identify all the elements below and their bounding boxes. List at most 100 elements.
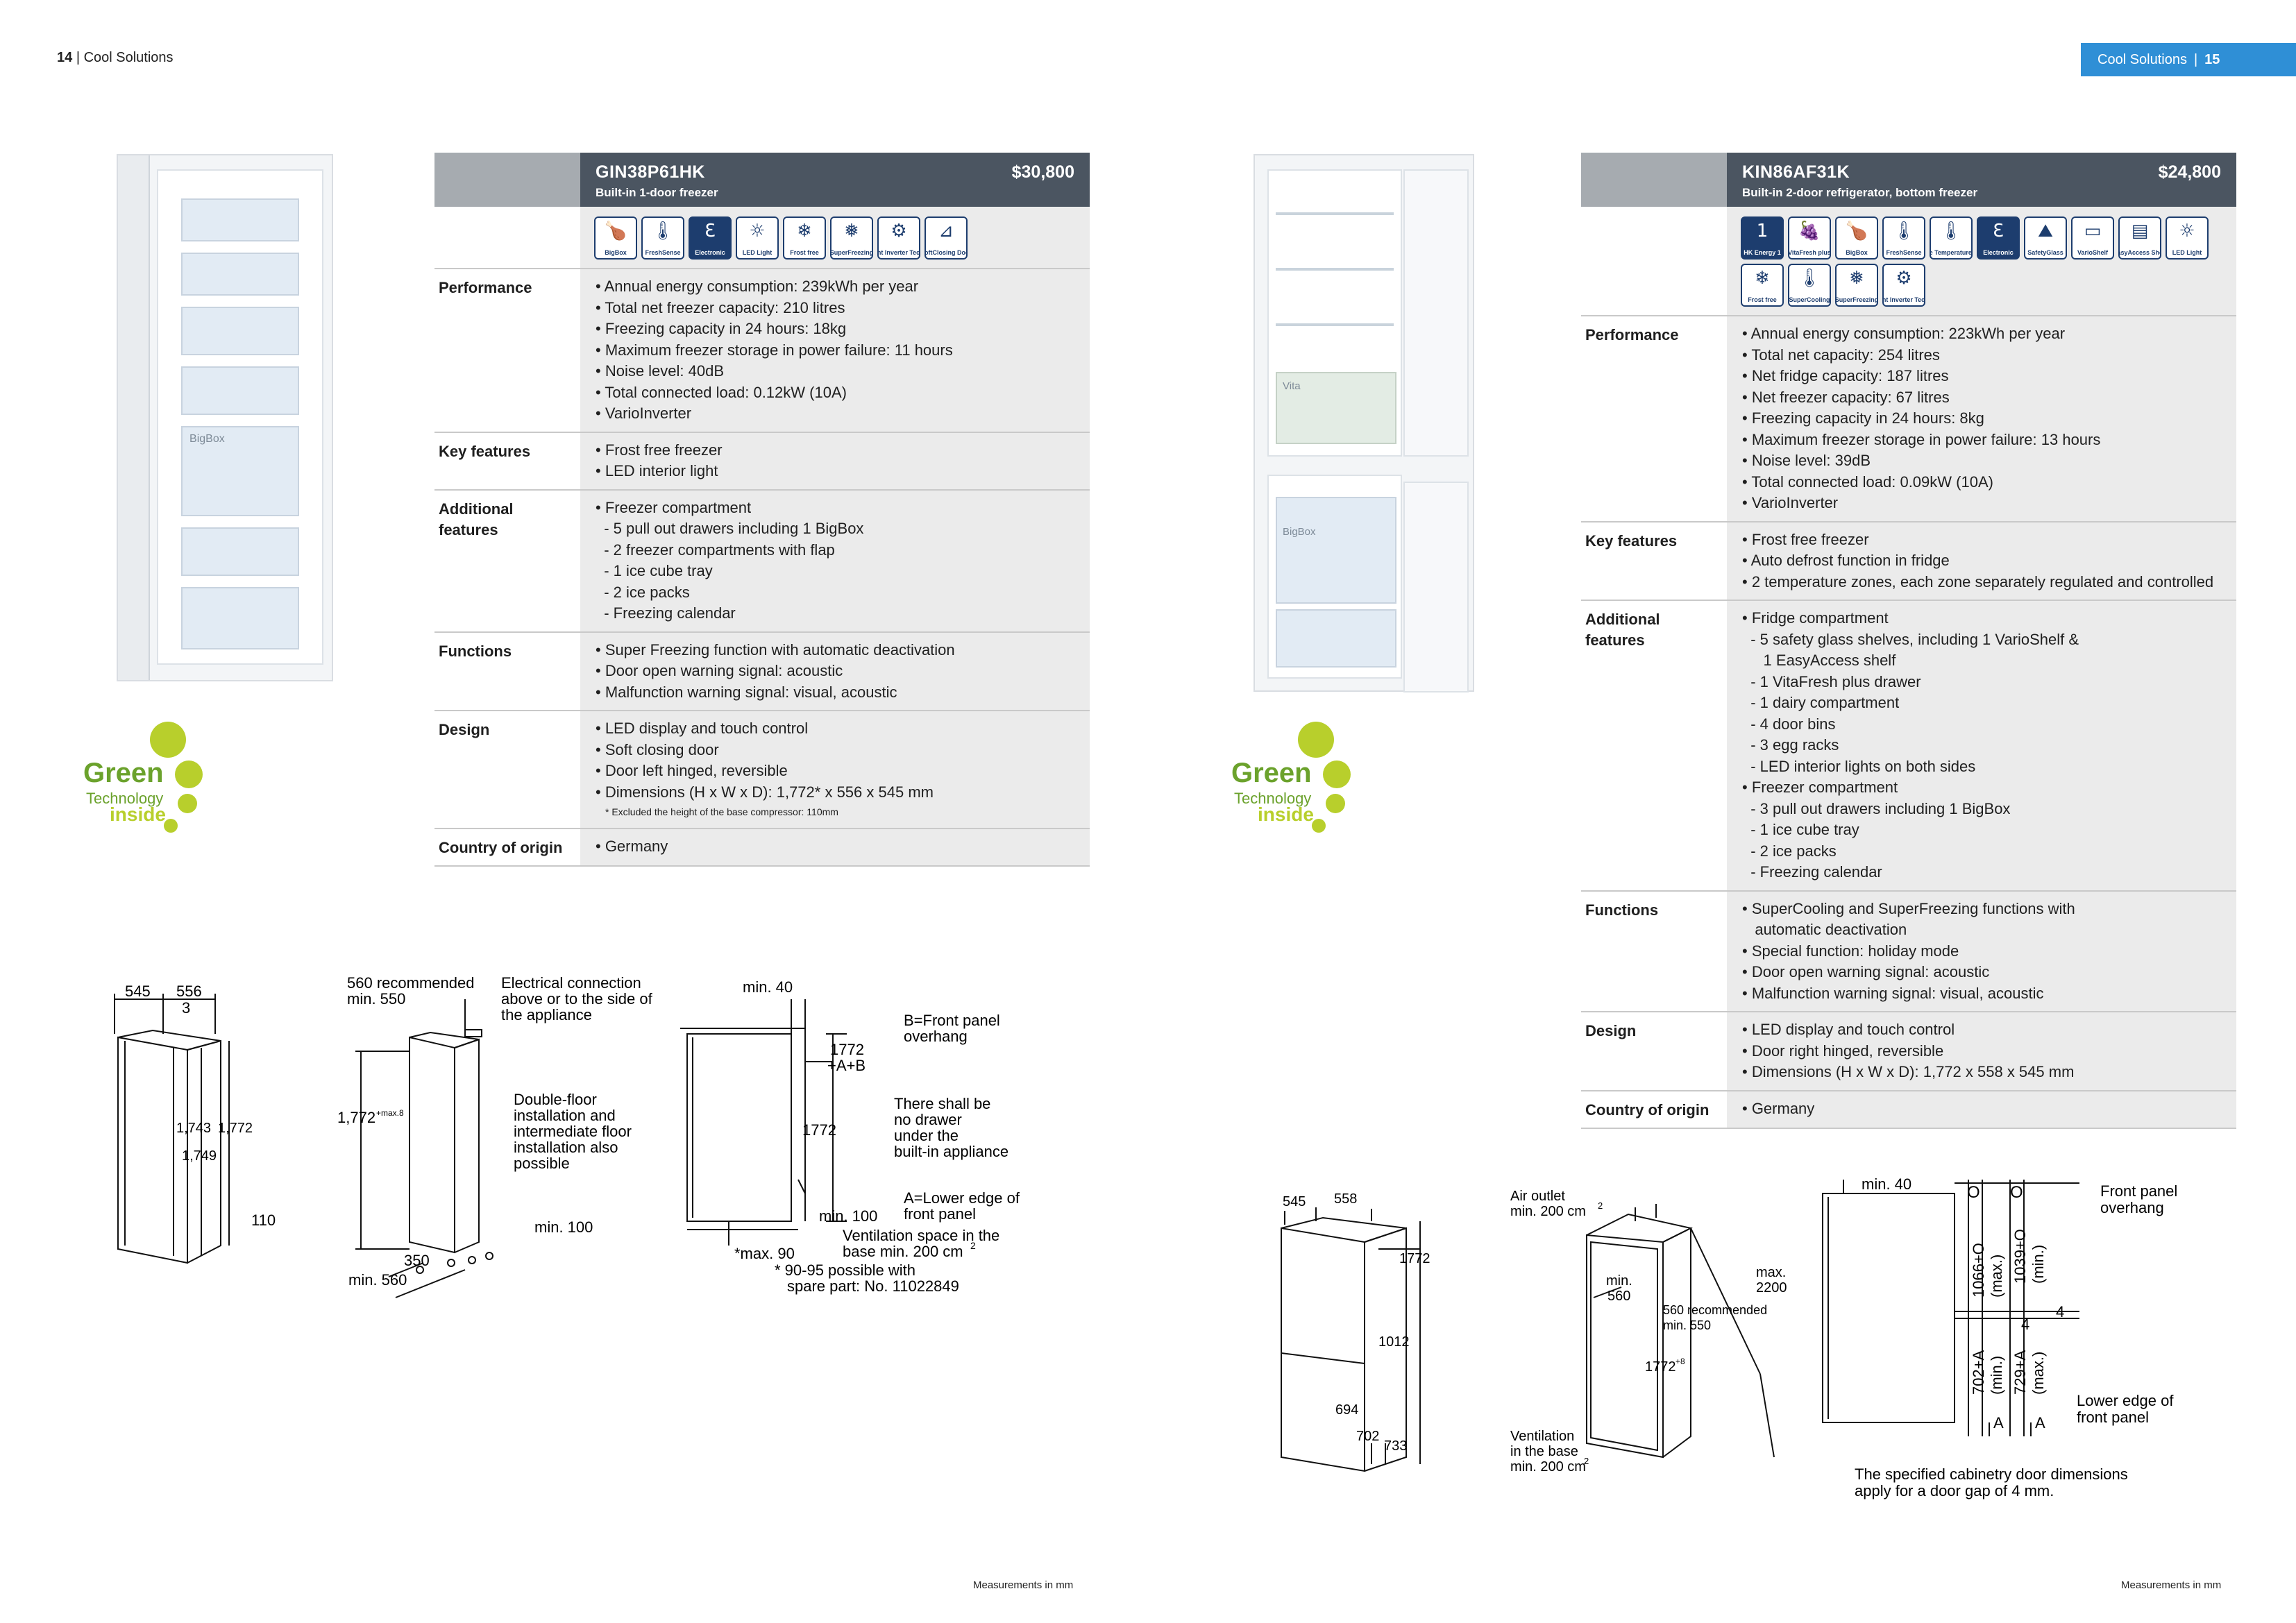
page-number-right: 15 — [2204, 51, 2220, 67]
freezer-drawer — [181, 253, 299, 296]
label-lower-edge-2: front panel — [2077, 1409, 2149, 1426]
label-min-560: 560 — [1607, 1289, 1630, 1304]
icon-glyph: 🌡 — [651, 221, 675, 241]
spec-values: • LED display and touch control• Soft cl… — [580, 711, 1090, 828]
spec-row: Functions• Super Freezing function with … — [434, 631, 1090, 710]
icon-glyph: 🌡 — [1798, 268, 1821, 289]
led-light-icon: ☼LED Light — [2166, 216, 2209, 260]
spec-item: • Dimensions (H x W x D): 1,772 x 558 x … — [1742, 1063, 2075, 1080]
spec-item: • Freezer compartment — [1742, 779, 1898, 796]
dim-1772-sup: +8 — [1675, 1357, 1685, 1366]
technology-word: Technology — [86, 790, 164, 807]
freezer-drawer — [1276, 609, 1396, 668]
icon-caption: SuperFreezing — [1835, 296, 1878, 303]
green-word: Green — [1231, 758, 1312, 788]
spec-item: • Special function: holiday mode — [1742, 942, 1959, 960]
spec-item: • VarioInverter — [1742, 494, 1839, 511]
spec-label: Additional features — [1585, 611, 1660, 649]
spec-item: - 5 pull out drawers including 1 BigBox — [596, 520, 864, 537]
spec-item: • Noise level: 39dB — [1742, 452, 1871, 469]
icon-caption: Frost free — [1748, 296, 1777, 303]
icon-caption: SafetyGlass — [2027, 249, 2063, 256]
fridge-upper-interior: Vita — [1267, 169, 1402, 457]
page-number-left: 14 — [57, 50, 73, 65]
spec-values: • Super Freezing function with automatic… — [580, 632, 1090, 710]
product-header: KIN86AF31K Built-in 2-door refrigerator,… — [1581, 153, 2236, 207]
product-model: GIN38P61HK — [596, 162, 705, 182]
spec-item: • Frost free freezer — [1742, 530, 1869, 548]
dim-556: 556 — [176, 983, 202, 1000]
label-double-floor-3: intermediate floor — [514, 1123, 632, 1140]
frost-free-icon: ❄Frost free — [783, 216, 826, 260]
bigbox-icon: 🍗BigBox — [594, 216, 637, 260]
spec-item: - 1 ice cube tray — [1742, 821, 1859, 838]
easyaccess-shelf-icon: ▤EasyAccess Shelf — [2118, 216, 2161, 260]
spec-item: - Freezing calendar — [596, 604, 736, 622]
spec-item: automatic deactivation — [1742, 921, 1907, 938]
spec-item: • Total connected load: 0.09kW (10A) — [1742, 473, 1993, 491]
spec-item: • Germany — [1742, 1099, 1815, 1117]
footer-measurements-left: Measurements in mm — [973, 1579, 1074, 1591]
icon-caption: Electronic — [1983, 249, 2014, 256]
icon-glyph: ❅ — [844, 221, 859, 241]
spec-item: • Total net capacity: 254 litres — [1742, 346, 1940, 364]
label-double-floor-5: possible — [514, 1155, 570, 1172]
spec-item: • Auto defrost function in fridge — [1742, 552, 1950, 569]
bigbox-label: BigBox — [189, 433, 225, 445]
product-subtitle: Built-in 2-door refrigerator, bottom fre… — [1742, 186, 1978, 199]
icon-caption: SoftClosing Door — [925, 249, 966, 256]
freezer-drawer — [181, 527, 299, 576]
spec-row: Additional features• Fridge compartment … — [1581, 600, 2236, 890]
label-b-front-2: overhang — [904, 1028, 968, 1045]
dim-1743: 1,743 — [176, 1121, 211, 1136]
product-subtitle: Built-in 1-door freezer — [596, 186, 718, 199]
spec-item: - 3 egg racks — [1742, 736, 1839, 754]
dim-1772-sup: +max.8 — [376, 1108, 404, 1118]
bigbox-icon: 🍗BigBox — [1835, 216, 1878, 260]
dim-1772-height: 1,772 — [337, 1109, 375, 1126]
label-min-560: min. 560 — [348, 1271, 407, 1289]
freezer-dimension-drawings: 545 556 3 1,743 1,772 1,749 110 560 reco… — [114, 974, 1020, 1298]
product-spec-table-gin38p61hk: GIN38P61HK Built-in 1-door freezer $30,8… — [434, 153, 1090, 867]
spec-row: Functions• SuperCooling and SuperFreezin… — [1581, 890, 2236, 1011]
superfreezing-icon: ❅ SuperFreezing — [1835, 264, 1878, 307]
label-ventilation-sup: 2 — [970, 1240, 976, 1251]
label-double-floor-2: installation and — [514, 1107, 616, 1124]
spec-label: Key features — [439, 442, 531, 460]
note-door-dimensions-1: The specified cabinetry door dimensions — [1855, 1465, 2128, 1483]
label-front-panel-2: overhang — [2100, 1199, 2164, 1216]
dim-1772: 1,772 — [218, 1121, 253, 1136]
label-2200: 2200 — [1756, 1280, 1787, 1295]
spec-item: • Noise level: 40dB — [596, 362, 725, 380]
spec-item: - 5 safety glass shelves, including 1 Va… — [1742, 630, 2079, 648]
label-560-recommended: 560 recommended — [347, 974, 474, 992]
label-min: min. — [1606, 1273, 1632, 1289]
spec-row: Key features• Frost free freezer• Auto d… — [1581, 520, 2236, 600]
spec-row: Performance• Annual energy consumption: … — [1581, 315, 2236, 521]
spec-item: • Annual energy consumption: 223kWh per … — [1742, 325, 2066, 342]
label-a-1: A — [1993, 1414, 2004, 1431]
label-ventilation-1: Ventilation — [1510, 1429, 1574, 1444]
icon-glyph: ❄ — [797, 221, 812, 241]
spec-label: Design — [1585, 1022, 1637, 1039]
spec-item: • Annual energy consumption: 239kWh per … — [596, 278, 919, 295]
green-technology-logo-left: Green Technology inside — [83, 722, 208, 847]
fridge-upper-door — [1403, 169, 1469, 457]
product-model: KIN86AF31K — [1742, 162, 1850, 182]
icon-glyph: ❅ — [1849, 268, 1864, 289]
dim-3: 3 — [182, 999, 190, 1017]
green-technology-logo-right: Green Technology inside — [1231, 722, 1356, 847]
product-spec-table-kin86af31k: KIN86AF31K Built-in 2-door refrigerator,… — [1581, 153, 2236, 1129]
spec-item: • Malfunction warning signal: visual, ac… — [1742, 984, 2044, 1002]
dim-1039-min: (min.) — [2029, 1245, 2047, 1284]
spec-item: • Malfunction warning signal: visual, ac… — [596, 683, 897, 701]
fridge-dimension-drawings: 545 558 1772 1012 694 702 733 Air outlet… — [1281, 1175, 2177, 1499]
product-header: GIN38P61HK Built-in 1-door freezer $30,8… — [434, 153, 1090, 207]
icon-glyph: ❄ — [1755, 268, 1770, 289]
spec-item: - 1 VitaFresh plus drawer — [1742, 672, 1921, 690]
spec-item: • SuperCooling and SuperFreezing functio… — [1742, 899, 2075, 917]
label-o-2: O — [2010, 1183, 2023, 1202]
icon-caption: Intelligent Inverter Technology — [1882, 296, 1925, 303]
dim-4-b: 4 — [2021, 1316, 2029, 1333]
dim-558: 558 — [1334, 1191, 1357, 1207]
